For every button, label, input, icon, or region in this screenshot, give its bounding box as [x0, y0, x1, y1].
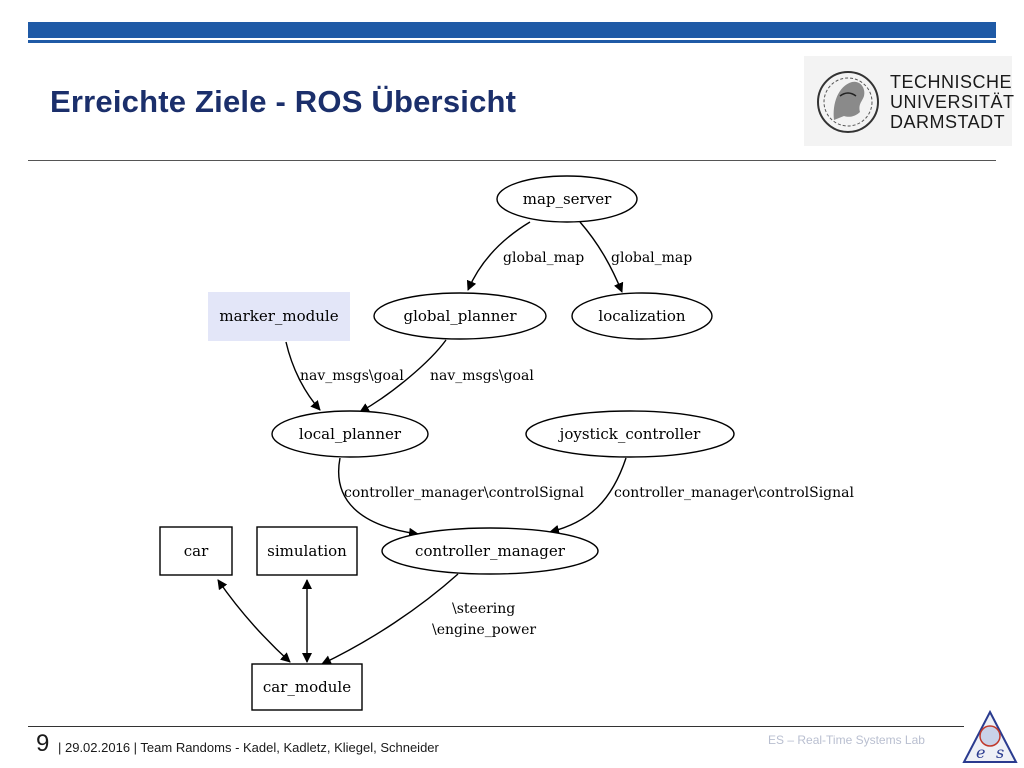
athena-head-icon — [817, 71, 879, 133]
edge-label-global-map-right: global_map — [611, 250, 692, 266]
edge-local-controller — [338, 457, 419, 538]
edge-label-nav-goal-right: nav_msgs\goal — [430, 368, 534, 384]
slide-title: Erreichte Ziele - ROS Übersicht — [50, 84, 517, 119]
svg-text:e: e — [976, 743, 985, 762]
node-label-joystick-controller: joystick_controller — [558, 425, 701, 443]
top-accent-line — [28, 40, 996, 43]
header-separator — [28, 160, 996, 161]
edge-controller-car-module — [321, 573, 459, 665]
logo-line-1: TECHNISCHE — [890, 72, 1013, 92]
node-controller-manager: controller_manager — [381, 527, 599, 575]
top-accent-bar — [28, 22, 996, 38]
edge-global-local — [359, 339, 447, 413]
node-label-marker-module: marker_module — [219, 307, 338, 325]
edge-joystick-controller — [549, 457, 627, 535]
lab-name: ES – Real-Time Systems Lab — [768, 733, 925, 747]
node-label-localization: localization — [598, 307, 685, 325]
page-number: 9 — [36, 730, 50, 757]
node-label-local-planner: local_planner — [299, 425, 402, 443]
node-car: car — [159, 526, 233, 576]
edge-label-control-left: controller_manager\controlSignal — [344, 485, 585, 501]
edge-map-global-planner — [466, 221, 531, 291]
node-joystick-controller: joystick_controller — [525, 410, 735, 458]
node-label-map-server: map_server — [523, 190, 612, 208]
edge-label-control-right: controller_manager\controlSignal — [614, 485, 855, 501]
node-label-simulation: simulation — [267, 542, 347, 560]
node-global-planner: global_planner — [373, 292, 547, 340]
edge-marker-local — [285, 341, 321, 411]
svg-text:s: s — [996, 743, 1004, 762]
edge-label-engine-power: \engine_power — [432, 622, 536, 638]
node-label-controller-manager: controller_manager — [415, 542, 566, 560]
node-label-car-module: car_module — [263, 678, 351, 696]
node-map-server: map_server — [496, 175, 638, 223]
edge-label-global-map-left: global_map — [503, 250, 584, 266]
edge-label-steering: \steering — [452, 601, 515, 617]
edge-label-nav-goal-left: nav_msgs\goal — [300, 368, 404, 384]
node-label-global-planner: global_planner — [404, 307, 518, 325]
university-logo: TECHNISCHE UNIVERSITÄT DARMSTADT — [804, 56, 1015, 146]
node-marker-module: marker_module — [208, 292, 350, 341]
node-label-car: car — [184, 542, 209, 560]
node-localization: localization — [571, 292, 713, 340]
logo-line-2: UNIVERSITÄT — [890, 92, 1015, 112]
es-lab-logo-icon: e s — [962, 709, 1018, 763]
node-car-module: car_module — [251, 663, 363, 711]
node-simulation: simulation — [256, 526, 358, 576]
footer-info: | 29.02.2016 | Team Randoms - Kadel, Kad… — [58, 740, 439, 755]
node-local-planner: local_planner — [271, 410, 429, 458]
logo-line-3: DARMSTADT — [890, 112, 1006, 132]
edge-car-car-module — [217, 579, 291, 663]
footer-separator — [28, 726, 964, 727]
edge-map-localization — [579, 221, 624, 293]
